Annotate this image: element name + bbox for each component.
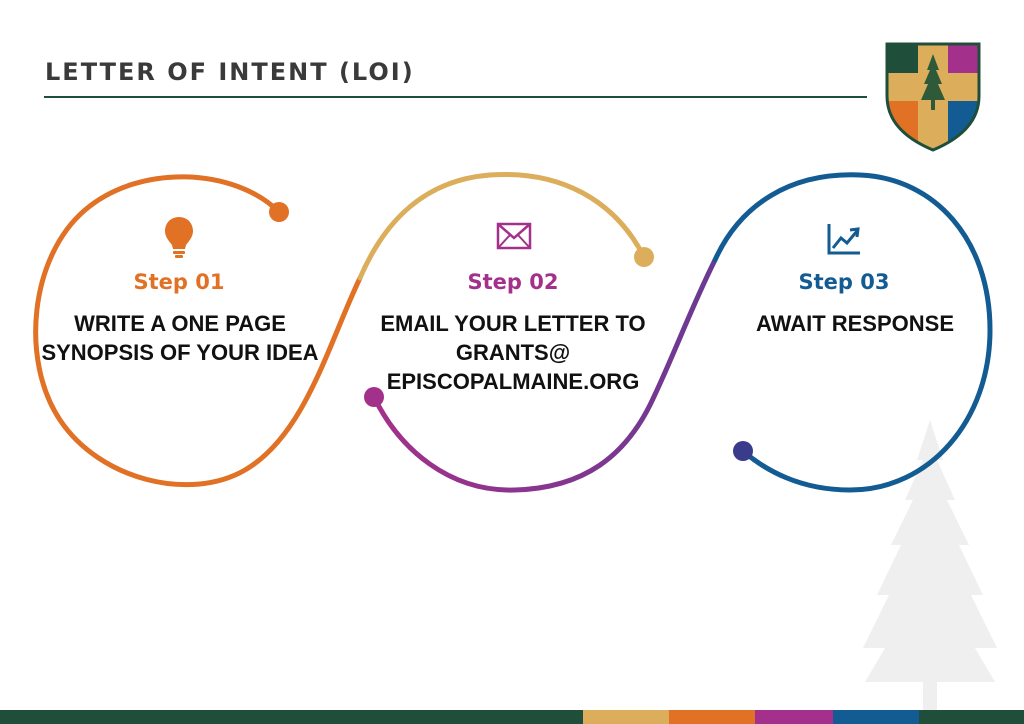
diocese-crest-icon (885, 42, 981, 152)
step-02-text: EMAIL YOUR LETTER TO GRANTS@ EPISCOPALMA… (380, 311, 646, 394)
curve-segment-gold (357, 171, 647, 281)
bar-segment-green-end (919, 710, 1024, 724)
step-03-label: Step 03 (798, 270, 890, 294)
lightbulb-icon (165, 217, 193, 258)
envelope-icon (496, 222, 532, 250)
bar-segment-green (0, 710, 583, 724)
step-01-text: WRITE A ONE PAGE SYNOPSIS OF YOUR IDEA (41, 311, 319, 365)
bar-segment-blue (833, 710, 919, 724)
curve-segment-magenta (371, 257, 718, 493)
bar-segment-magenta (755, 710, 833, 724)
step-03-text: AWAIT RESPONSE (755, 311, 955, 336)
curve-endpoint-orange (269, 202, 289, 222)
curve-endpoint-gold (634, 247, 654, 267)
curve-segment-blue (712, 172, 993, 493)
step-01-label: Step 01 (133, 270, 225, 294)
page-title: LETTER OF INTENT (LOI) (45, 58, 415, 86)
bar-segment-orange (669, 710, 755, 724)
curve-segment-orange (33, 174, 363, 488)
pine-tree-watermark-icon (863, 420, 997, 712)
bottom-color-bar (0, 710, 1024, 724)
chart-up-icon (827, 224, 860, 255)
curve-endpoint-purple (733, 441, 753, 461)
step-02-label: Step 02 (467, 270, 559, 294)
title-underline (44, 96, 867, 98)
bar-segment-gold (583, 710, 669, 724)
curve-endpoint-magenta (364, 387, 384, 407)
